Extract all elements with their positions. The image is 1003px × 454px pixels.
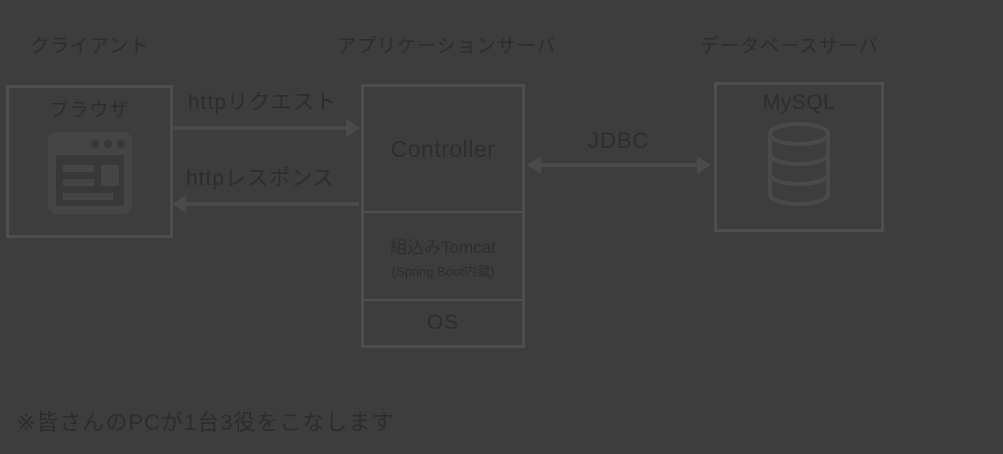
db-node-box: MySQL bbox=[714, 82, 884, 232]
app-server-tier-label: アプリケーションサーバ bbox=[337, 36, 557, 57]
http-response-arrowhead-icon bbox=[172, 195, 186, 213]
http-request-arrow-shaft bbox=[173, 126, 347, 130]
tomcat-sublabel: (Spring Boot内蔵) bbox=[391, 263, 495, 279]
section-divider bbox=[364, 211, 522, 213]
jdbc-arrow-shaft bbox=[540, 163, 698, 167]
jdbc-label: JDBC bbox=[588, 128, 650, 153]
browser-title: ブラウザ bbox=[49, 100, 130, 121]
controller-label: Controller bbox=[390, 135, 496, 162]
jdbc-left-arrowhead-icon bbox=[527, 156, 541, 174]
database-cylinder-icon bbox=[768, 122, 830, 206]
http-response-label: httpレスポンス bbox=[186, 167, 335, 190]
http-response-arrow-shaft bbox=[186, 202, 359, 206]
os-label: OS bbox=[426, 311, 460, 334]
controller-section: Controller bbox=[364, 87, 522, 211]
client-tier-label: クライアント bbox=[30, 36, 150, 57]
os-section: OS bbox=[364, 301, 522, 345]
http-request-arrowhead-icon bbox=[346, 119, 360, 137]
section-divider bbox=[364, 299, 522, 301]
footnote: ※皆さんのPCが1台3役をこなします bbox=[17, 410, 395, 435]
jdbc-right-arrowhead-icon bbox=[697, 156, 711, 174]
client-node-box: ブラウザ bbox=[6, 85, 173, 238]
db-server-tier-label: データベースサーバ bbox=[700, 36, 879, 57]
tomcat-section: 組込みTomcat (Spring Boot内蔵) bbox=[364, 213, 522, 299]
http-request-label: httpリクエスト bbox=[188, 91, 338, 114]
app-server-node-box: Controller 組込みTomcat (Spring Boot内蔵) OS bbox=[361, 84, 525, 348]
tomcat-label: 組込みTomcat bbox=[390, 237, 496, 257]
browser-window-icon bbox=[47, 132, 132, 214]
mysql-title: MySQL bbox=[762, 91, 836, 114]
